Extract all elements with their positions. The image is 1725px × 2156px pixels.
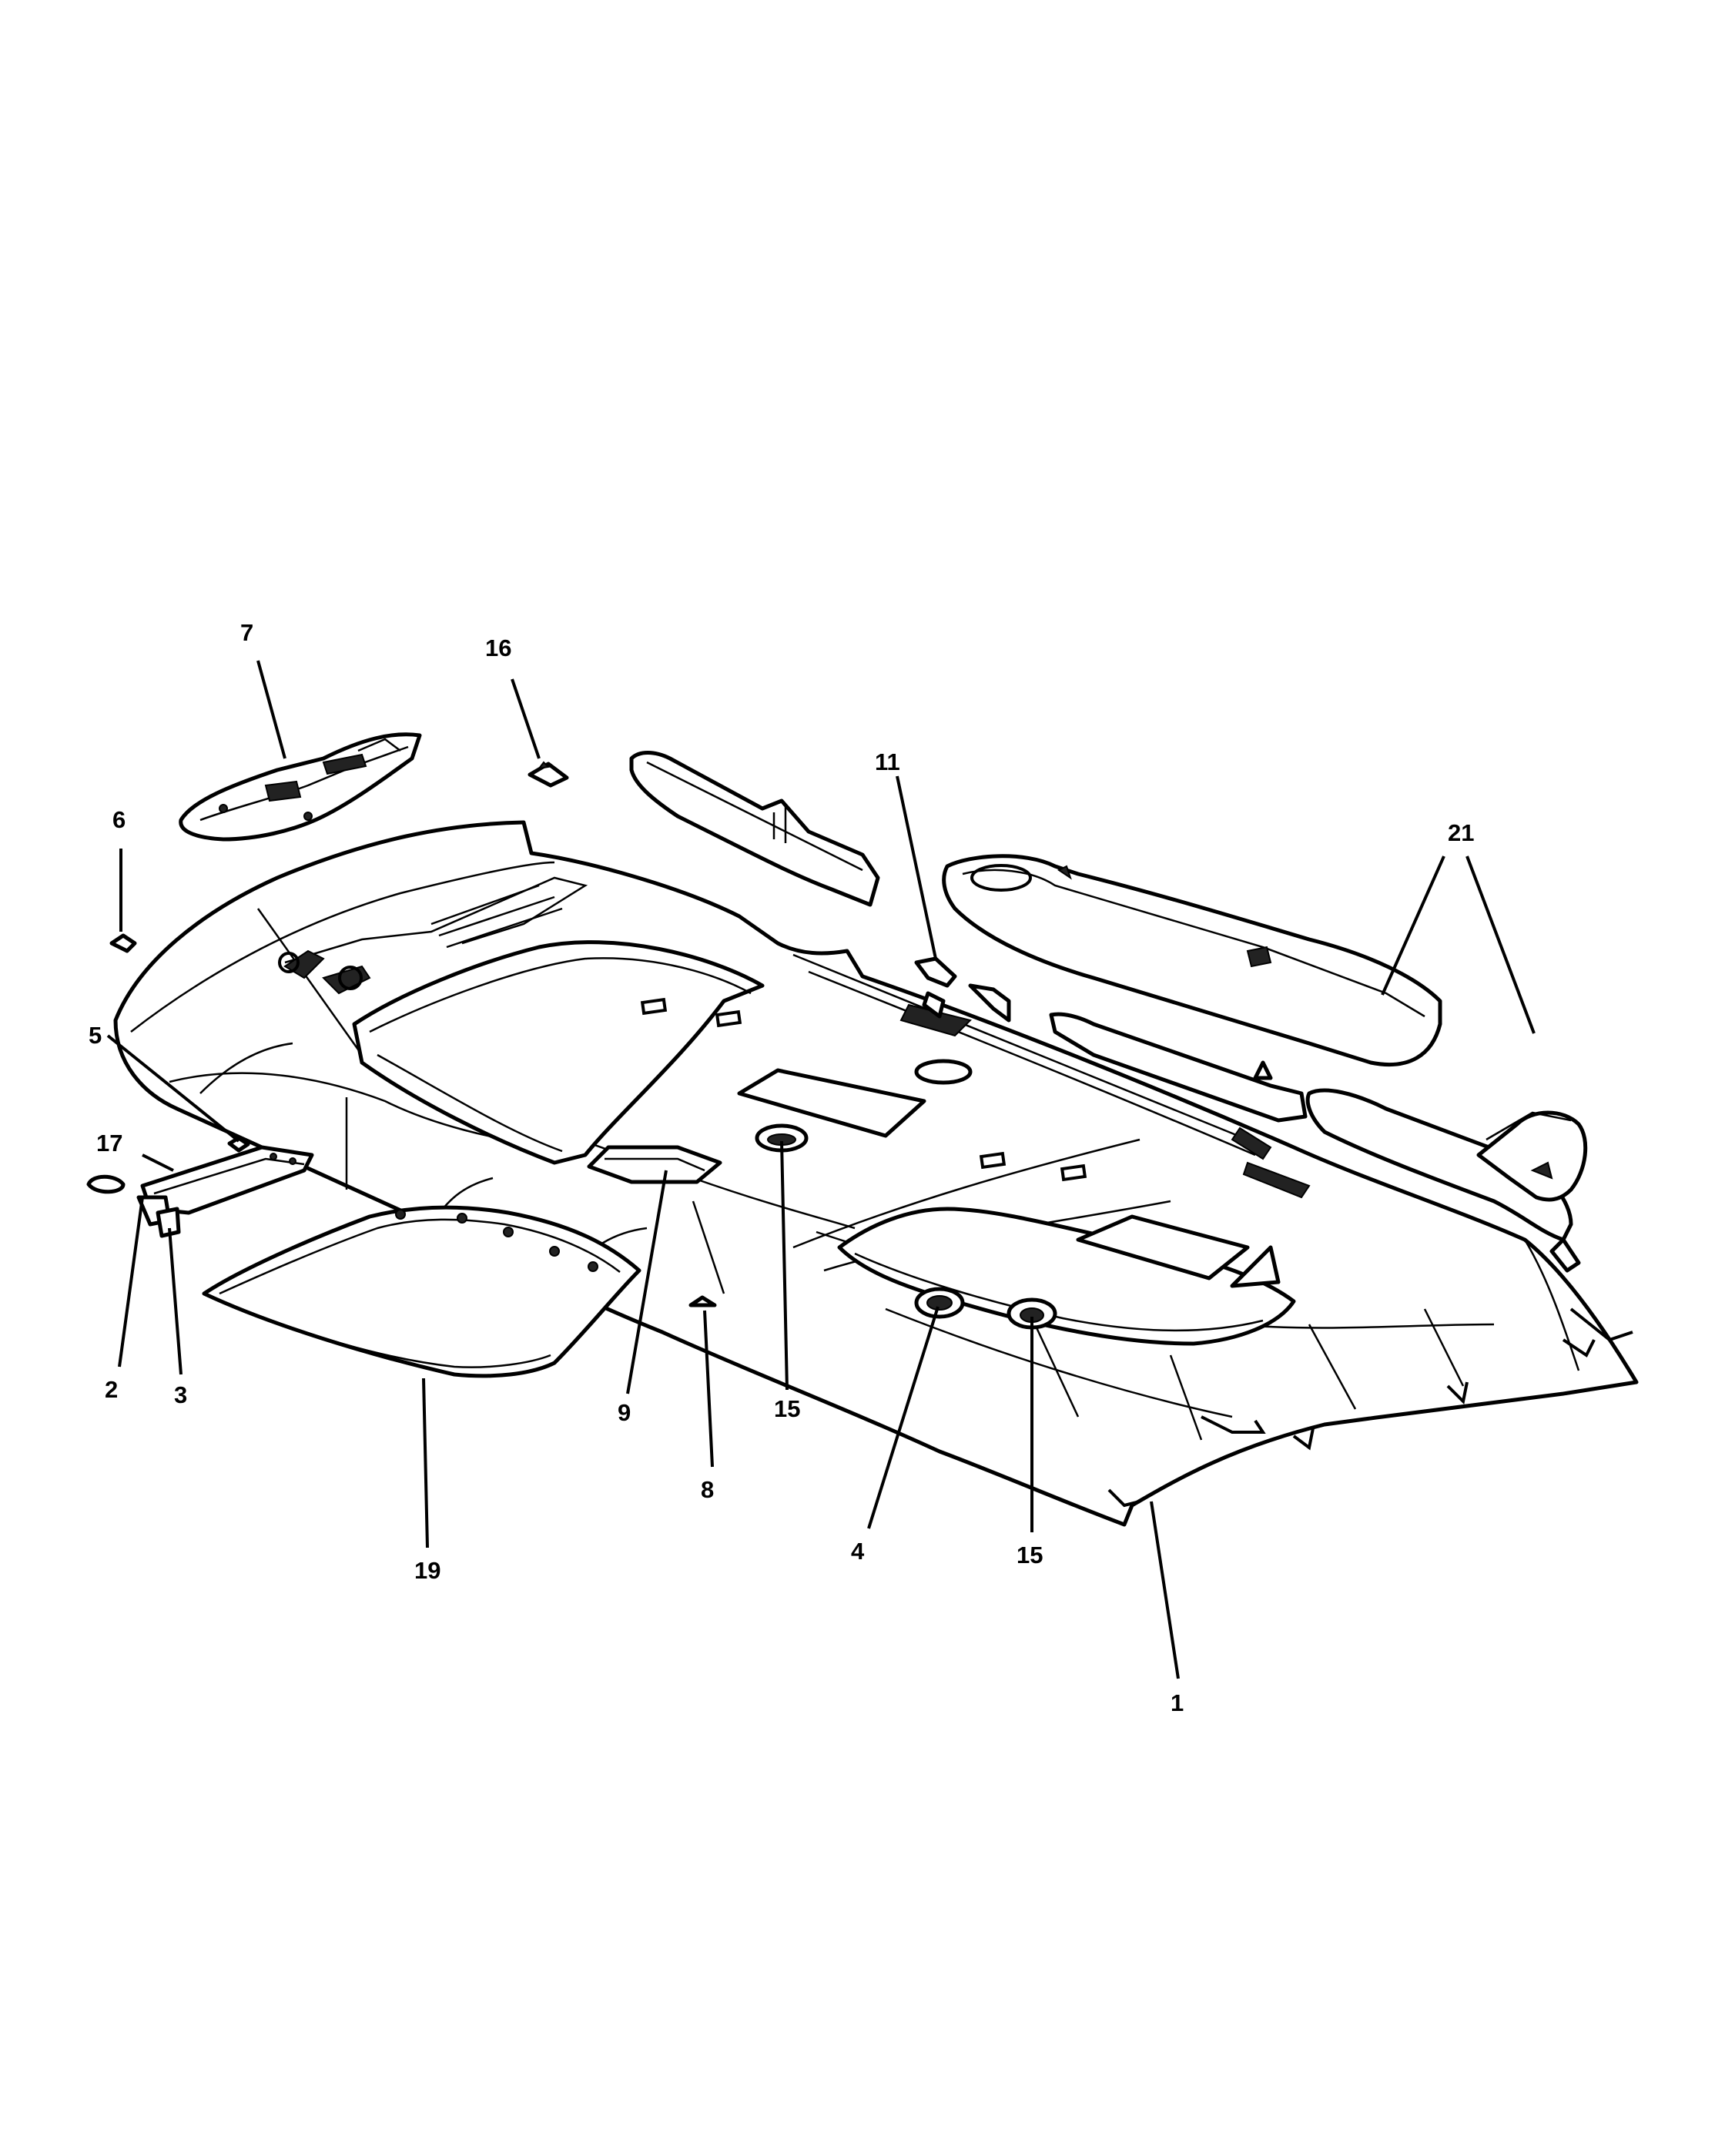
clip-6 <box>109 933 137 953</box>
callout-15-mid: 15 <box>774 1395 800 1422</box>
trim-11 <box>914 956 1011 1023</box>
leader-lines <box>106 660 1536 1679</box>
visor-bracket <box>86 1145 314 1238</box>
clip-16 <box>528 761 569 788</box>
callout-15-right: 15 <box>1017 1542 1043 1568</box>
callout-16: 16 <box>485 634 511 661</box>
callout-19: 19 <box>414 1557 440 1584</box>
callout-21: 21 <box>1448 819 1474 846</box>
rear-trim-panels <box>942 854 1588 1273</box>
callout-9: 9 <box>618 1399 631 1426</box>
side-rail-upper <box>629 751 880 907</box>
callout-6: 6 <box>112 806 126 833</box>
callout-2: 2 <box>105 1376 118 1403</box>
headliner-panel <box>113 820 1639 1527</box>
callout-1: 1 <box>1171 1689 1184 1716</box>
callout-4: 4 <box>851 1538 865 1565</box>
callout-17: 17 <box>96 1130 122 1157</box>
pin-8 <box>688 1295 717 1307</box>
callout-8: 8 <box>701 1476 714 1503</box>
callout-11: 11 <box>875 748 900 775</box>
callout-5: 5 <box>89 1022 102 1049</box>
overhead-console-pad <box>179 732 422 842</box>
sunroof-opening-bezel <box>202 1205 641 1378</box>
callout-3: 3 <box>174 1381 187 1408</box>
callout-labels: 7 16 6 11 21 5 17 2 3 9 15 8 4 15 19 1 <box>89 619 1474 1716</box>
callout-7: 7 <box>240 619 253 646</box>
